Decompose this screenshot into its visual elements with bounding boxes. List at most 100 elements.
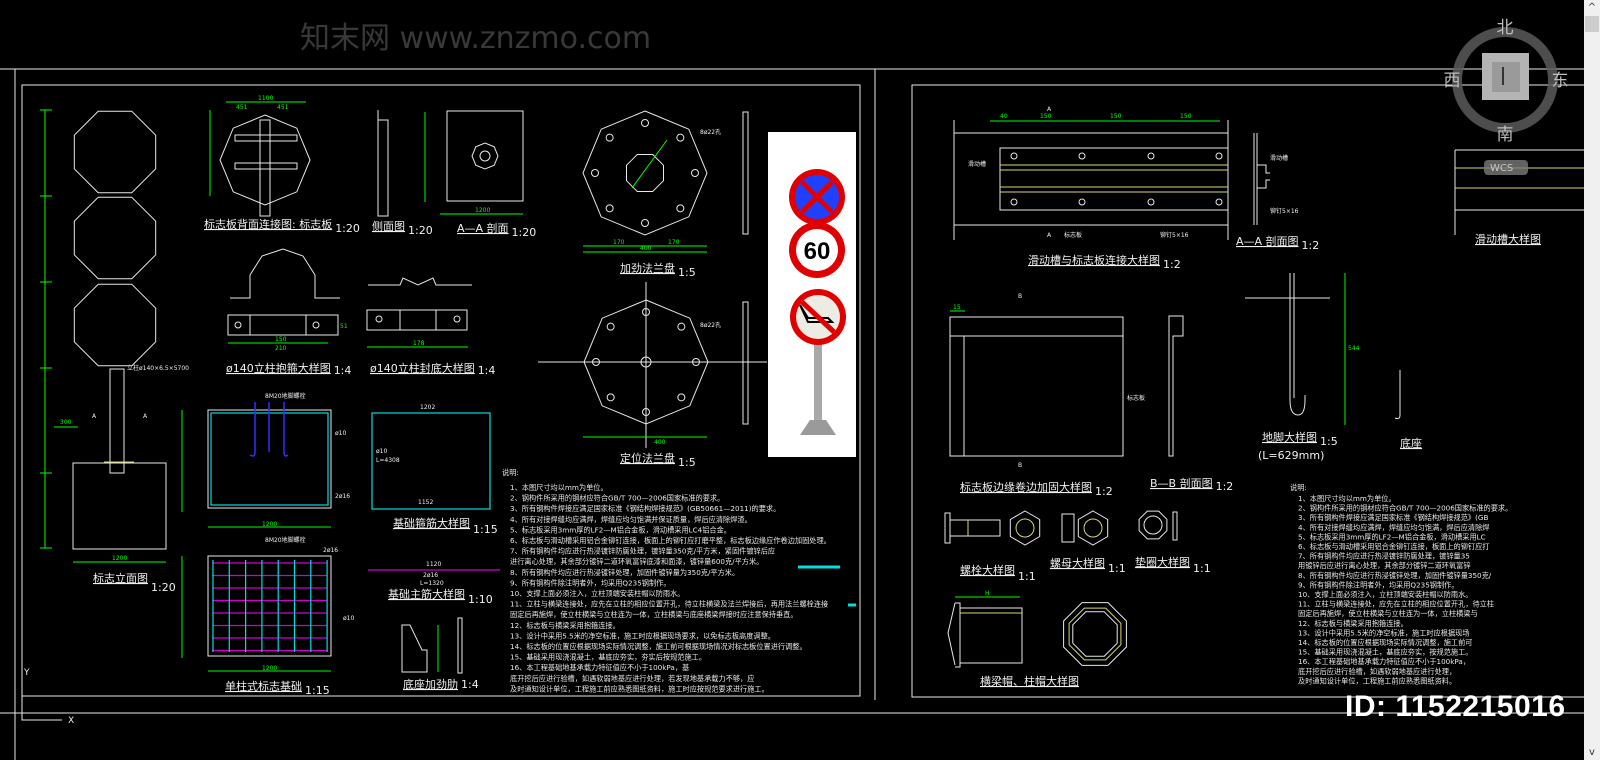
note-line: 13、设计中采用5.5米的净空标准，施工时应根据现场要求，以免标志板高度调整。 — [510, 631, 775, 640]
vertical-scrollbar[interactable]: ^ v — [1584, 0, 1600, 760]
note-line: 13、设计中采用5.5米的净空标准，施工时应根据现场 — [1298, 628, 1470, 637]
scale-rail-section-aa: 1:2 — [1302, 239, 1320, 252]
svg-text:451: 451 — [277, 104, 289, 111]
scale-stiffened-flange: 1:5 — [678, 266, 696, 279]
svg-text:L=1320: L=1320 — [420, 580, 444, 587]
scale-bottom-cap: 1:4 — [478, 364, 496, 377]
bolt-hole — [691, 169, 699, 177]
edge-fold-drawing: B 15 B 标志板 — [949, 293, 1184, 469]
note-line: 及时通知设计单位，工程施工前应熟悉图纸资料。 — [1298, 676, 1456, 685]
svg-text:滑动槽: 滑动槽 — [968, 160, 986, 168]
watermark-id: ID: 1152215016 — [1345, 690, 1566, 723]
svg-text:铆钉5×16: 铆钉5×16 — [1160, 231, 1189, 239]
note-line: 12、标志板与横梁采用抱箍连接。 — [1298, 619, 1408, 628]
note-line: 6、标志板与滑动槽采用铝合金铆钉连接，板面上的铆钉应打磨平整，标志板边缘应作卷边… — [510, 536, 831, 545]
svg-text:1200: 1200 — [112, 555, 127, 562]
title-stiffened-flange: 加劲法兰盘 — [620, 261, 675, 275]
svg-text:1200: 1200 — [262, 521, 277, 528]
svg-text:B: B — [1018, 462, 1022, 469]
bolt-hole — [606, 393, 615, 402]
svg-text:标志板: 标志板 — [1064, 231, 1082, 239]
svg-text:Y: Y — [23, 668, 30, 678]
note-line: 10、支撑上面必须注入，立柱顶端安装柱帽以防雨水。 — [1298, 590, 1472, 599]
svg-text:1152: 1152 — [418, 499, 433, 506]
svg-text:210: 210 — [275, 345, 287, 352]
foundation-block — [72, 462, 167, 550]
note-line: 11、立柱与横梁连接处，应先在立柱的相应位置开孔，待立柱 — [1298, 600, 1494, 609]
svg-text:40: 40 — [1000, 113, 1008, 120]
note-line: 底开挖后应进行验槽，如遇软弱地基应进行处理，若发现地基承载力不够，应 — [510, 674, 754, 683]
locating-flange-drawing: 8ø22孔 400 — [538, 282, 767, 448]
title-base-partial: 底座 — [1400, 436, 1422, 450]
note-line: 15、基础采用现浇混凝土，基底应夯实，按规范施工。 — [1298, 648, 1472, 657]
svg-text:150: 150 — [1040, 113, 1052, 120]
compass-south[interactable]: 南 — [1497, 125, 1514, 145]
base-rib-drawing — [401, 617, 463, 674]
note-line: 9、所有钢构件除注明者外，均采用Q235钢制作。 — [1298, 580, 1459, 589]
sign-elevation-drawing: 300 A A 1200 立柱ø140×6.5×5700 — [40, 109, 189, 563]
washer-drawing — [1138, 510, 1178, 541]
wcs-dropdown[interactable] — [1484, 160, 1528, 175]
note-line: 7、所有钢构件均应进行热浸镀锌防腐处理，镀锌量35 — [1298, 552, 1470, 561]
sign-panel-octagon — [73, 110, 157, 194]
svg-text:2ø16: 2ø16 — [323, 547, 338, 554]
rail-connection-drawing: 40 150 150 150 A A 滑动槽 标志板 铆钉5×16 — [953, 106, 1229, 240]
note-line: 1、本图尺寸均以mm为单位。 — [510, 483, 608, 492]
title-bolt: 螺栓大样图 — [960, 563, 1015, 577]
scale-locating-flange: 1:5 — [678, 456, 696, 469]
notes-right: 说明: 1、本图尺寸均以mm为单位。2、钢构件所采用的钢材应符合GB/T 700… — [1290, 483, 1512, 685]
note-line: 3、所有钢构件焊接应满足国家标准《钢结构焊接规范》(GB — [1298, 513, 1488, 522]
note-line: 10、支撑上面必须注入，立柱顶端安装柱帽以防雨水。 — [510, 589, 684, 598]
svg-text:A: A — [1047, 232, 1052, 239]
viewcube-compass[interactable]: 北 南 西 东 WCS — [1444, 18, 1569, 175]
svg-text:170: 170 — [668, 239, 680, 246]
svg-text:滑动槽: 滑动槽 — [1270, 154, 1288, 162]
svg-text:B: B — [1018, 293, 1022, 300]
scale-foundation: 1:15 — [305, 684, 330, 697]
scrollbar-thumb[interactable] — [1585, 16, 1599, 32]
title-base-rib: 底座加劲肋 — [403, 677, 458, 691]
note-line: 11、立柱与横梁连接处，应先在立柱的相应位置开孔，待立柱横梁及法兰焊接后，再用法… — [510, 600, 828, 609]
scroll-up-icon[interactable]: ^ — [1587, 2, 1597, 13]
note-line: 5、标志板采用3mm厚的LF2—M铝合金板，滑动槽采用LC4铝合金。 — [510, 525, 731, 534]
scale-edge-fold: 1:2 — [1095, 485, 1113, 498]
title-rail-detail: 滑动槽大样图 — [1475, 232, 1541, 246]
compass-north[interactable]: 北 — [1497, 18, 1514, 38]
scale-back-connection: 1:20 — [335, 222, 360, 235]
title-cap: 横梁帽、柱帽大样图 — [980, 674, 1079, 688]
title-anchor-bolt: 地脚大样图 — [1262, 430, 1317, 444]
title-nut: 螺母大样图 — [1050, 556, 1105, 570]
svg-text:X: X — [68, 716, 74, 726]
svg-text:400: 400 — [640, 245, 652, 252]
svg-text:A: A — [92, 413, 97, 420]
bolt-hole — [677, 393, 686, 402]
note-line: 8、所有钢构件均应进行热浸镀锌处理，加固件镀锌量为350克/平方米。 — [510, 568, 739, 577]
svg-text:178: 178 — [413, 340, 425, 347]
scale-anchor-bolt: 1:5 — [1320, 435, 1338, 448]
note-line: 14、标志板的位置应根据现场实际情况调整，施工前可根据现场情况对标志板位置进行调… — [510, 642, 807, 651]
bolt-hole — [641, 119, 649, 127]
svg-text:标志板: 标志板 — [1127, 394, 1145, 402]
bolt-hole — [677, 322, 686, 331]
title-main-bar: 基础主筋大样图 — [388, 587, 465, 601]
rail-section-aa-drawing: 滑动槽 铆钉5×16 — [1253, 133, 1299, 225]
compass-east[interactable]: 东 — [1552, 71, 1569, 91]
side-view-drawing — [377, 110, 389, 217]
svg-text:60: 60 — [804, 238, 831, 265]
scale-side-view: 1:20 — [408, 224, 433, 237]
title-bottom-cap: ø140立柱封底大样图 — [370, 361, 475, 375]
main-bar-drawing: 1120 2ø16 L=1320 — [368, 561, 500, 587]
scroll-down-icon[interactable]: v — [1589, 747, 1595, 758]
note-line: 4、所有对接焊缝均应满焊，焊缝应均匀饱满并保证质量，焊后应清除焊渣。 — [510, 515, 752, 524]
svg-text:8ø22孔: 8ø22孔 — [700, 128, 721, 136]
scale-rail-connection: 1:2 — [1163, 258, 1181, 271]
scale-nut: 1:1 — [1108, 562, 1126, 575]
anchor-bolt-length: (L=629mm) — [1258, 449, 1324, 462]
svg-text:说明:: 说明: — [1290, 483, 1307, 492]
note-line: 2、钢构件所采用的钢材应符合GB/T 700—2006国家标准的要求。 — [510, 494, 724, 503]
svg-text:1120: 1120 — [426, 561, 441, 568]
back-connection-drawing: 1100 451 451 — [209, 95, 311, 217]
wcs-label: WCS — [1490, 163, 1513, 174]
compass-west[interactable]: 西 — [1444, 71, 1461, 91]
